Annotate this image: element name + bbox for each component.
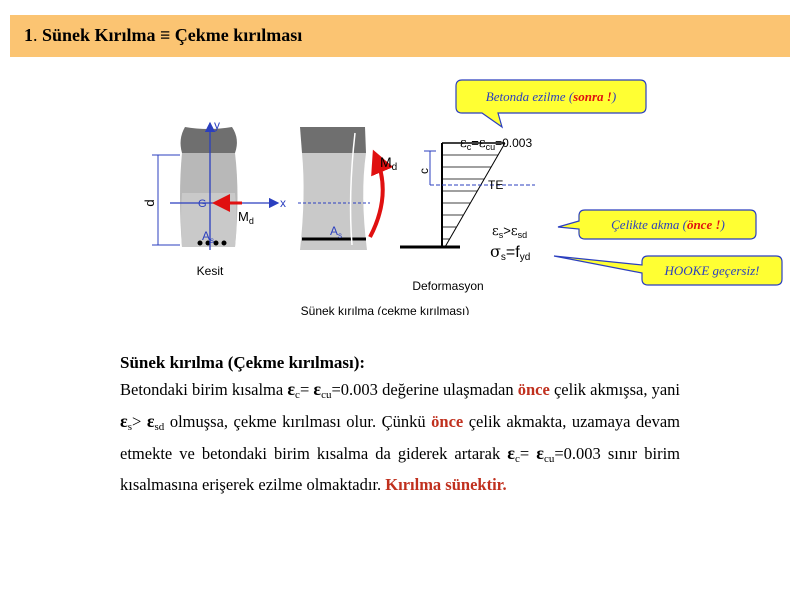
x-label: x (280, 196, 286, 210)
as-label-side: As (330, 224, 342, 240)
as-label-section: As (202, 229, 214, 245)
md-label-section: Md (238, 209, 254, 226)
explanation-heading: Sünek kırılma (Çekme kırılması): (120, 353, 366, 372)
c-label: c (417, 168, 431, 174)
g-label: G (198, 198, 207, 210)
svg-text:Betonda ezilme (sonra !): Betonda ezilme (sonra !) (486, 89, 616, 104)
svg-text:Çelikte akma (önce !): Çelikte akma (önce !) (611, 217, 725, 232)
te-label: TE (488, 178, 503, 192)
kesit-label: Kesit (197, 264, 224, 278)
eps-c-eq: εc=εcu=0.003 (460, 135, 532, 152)
d-label: d (142, 199, 157, 206)
page-title: 1. Sünek Kırılma ≡ Çekme kırılması (24, 25, 302, 46)
sigma-label: σs=fyd (490, 242, 530, 263)
moment-curve-arrow (368, 149, 394, 238)
svg-text:HOOKE geçersiz!: HOOKE geçersiz! (664, 263, 760, 278)
side-view (298, 127, 394, 250)
y-label: y (214, 118, 220, 132)
strain-diagram (400, 142, 535, 249)
title-label: Sünek Kırılma ≡ Çekme kırılması (42, 25, 303, 45)
diagram-caption: Sünek kırılma (çekme kırılması) (301, 304, 470, 315)
explanation-text: Sünek kırılma (Çekme kırılması): Betonda… (120, 350, 680, 498)
explanation-paragraph: Betondaki birim kısalma εc= εcu=0.003 de… (120, 379, 681, 494)
title-bar: 1. Sünek Kırılma ≡ Çekme kırılması (10, 15, 790, 57)
callout-hooke: HOOKE geçersiz! (553, 255, 783, 286)
title-number: 1 (24, 25, 33, 45)
conclusion-text: Kırılma sünektir. (385, 475, 507, 494)
callout-concrete-crushing: Betonda ezilme (sonra !) (455, 79, 647, 129)
rebar-dots (197, 240, 227, 246)
eps-s-label: εs>εsd (492, 223, 527, 240)
deformasyon-label: Deformasyon (412, 279, 483, 293)
title-separator: . (33, 25, 38, 45)
md-label-side: Md (380, 154, 397, 173)
ductile-failure-diagram: y x G Md As d Kesit Md As c TE Deform (142, 79, 783, 315)
callout-steel-yield: Çelikte akma (önce !) (557, 209, 757, 240)
